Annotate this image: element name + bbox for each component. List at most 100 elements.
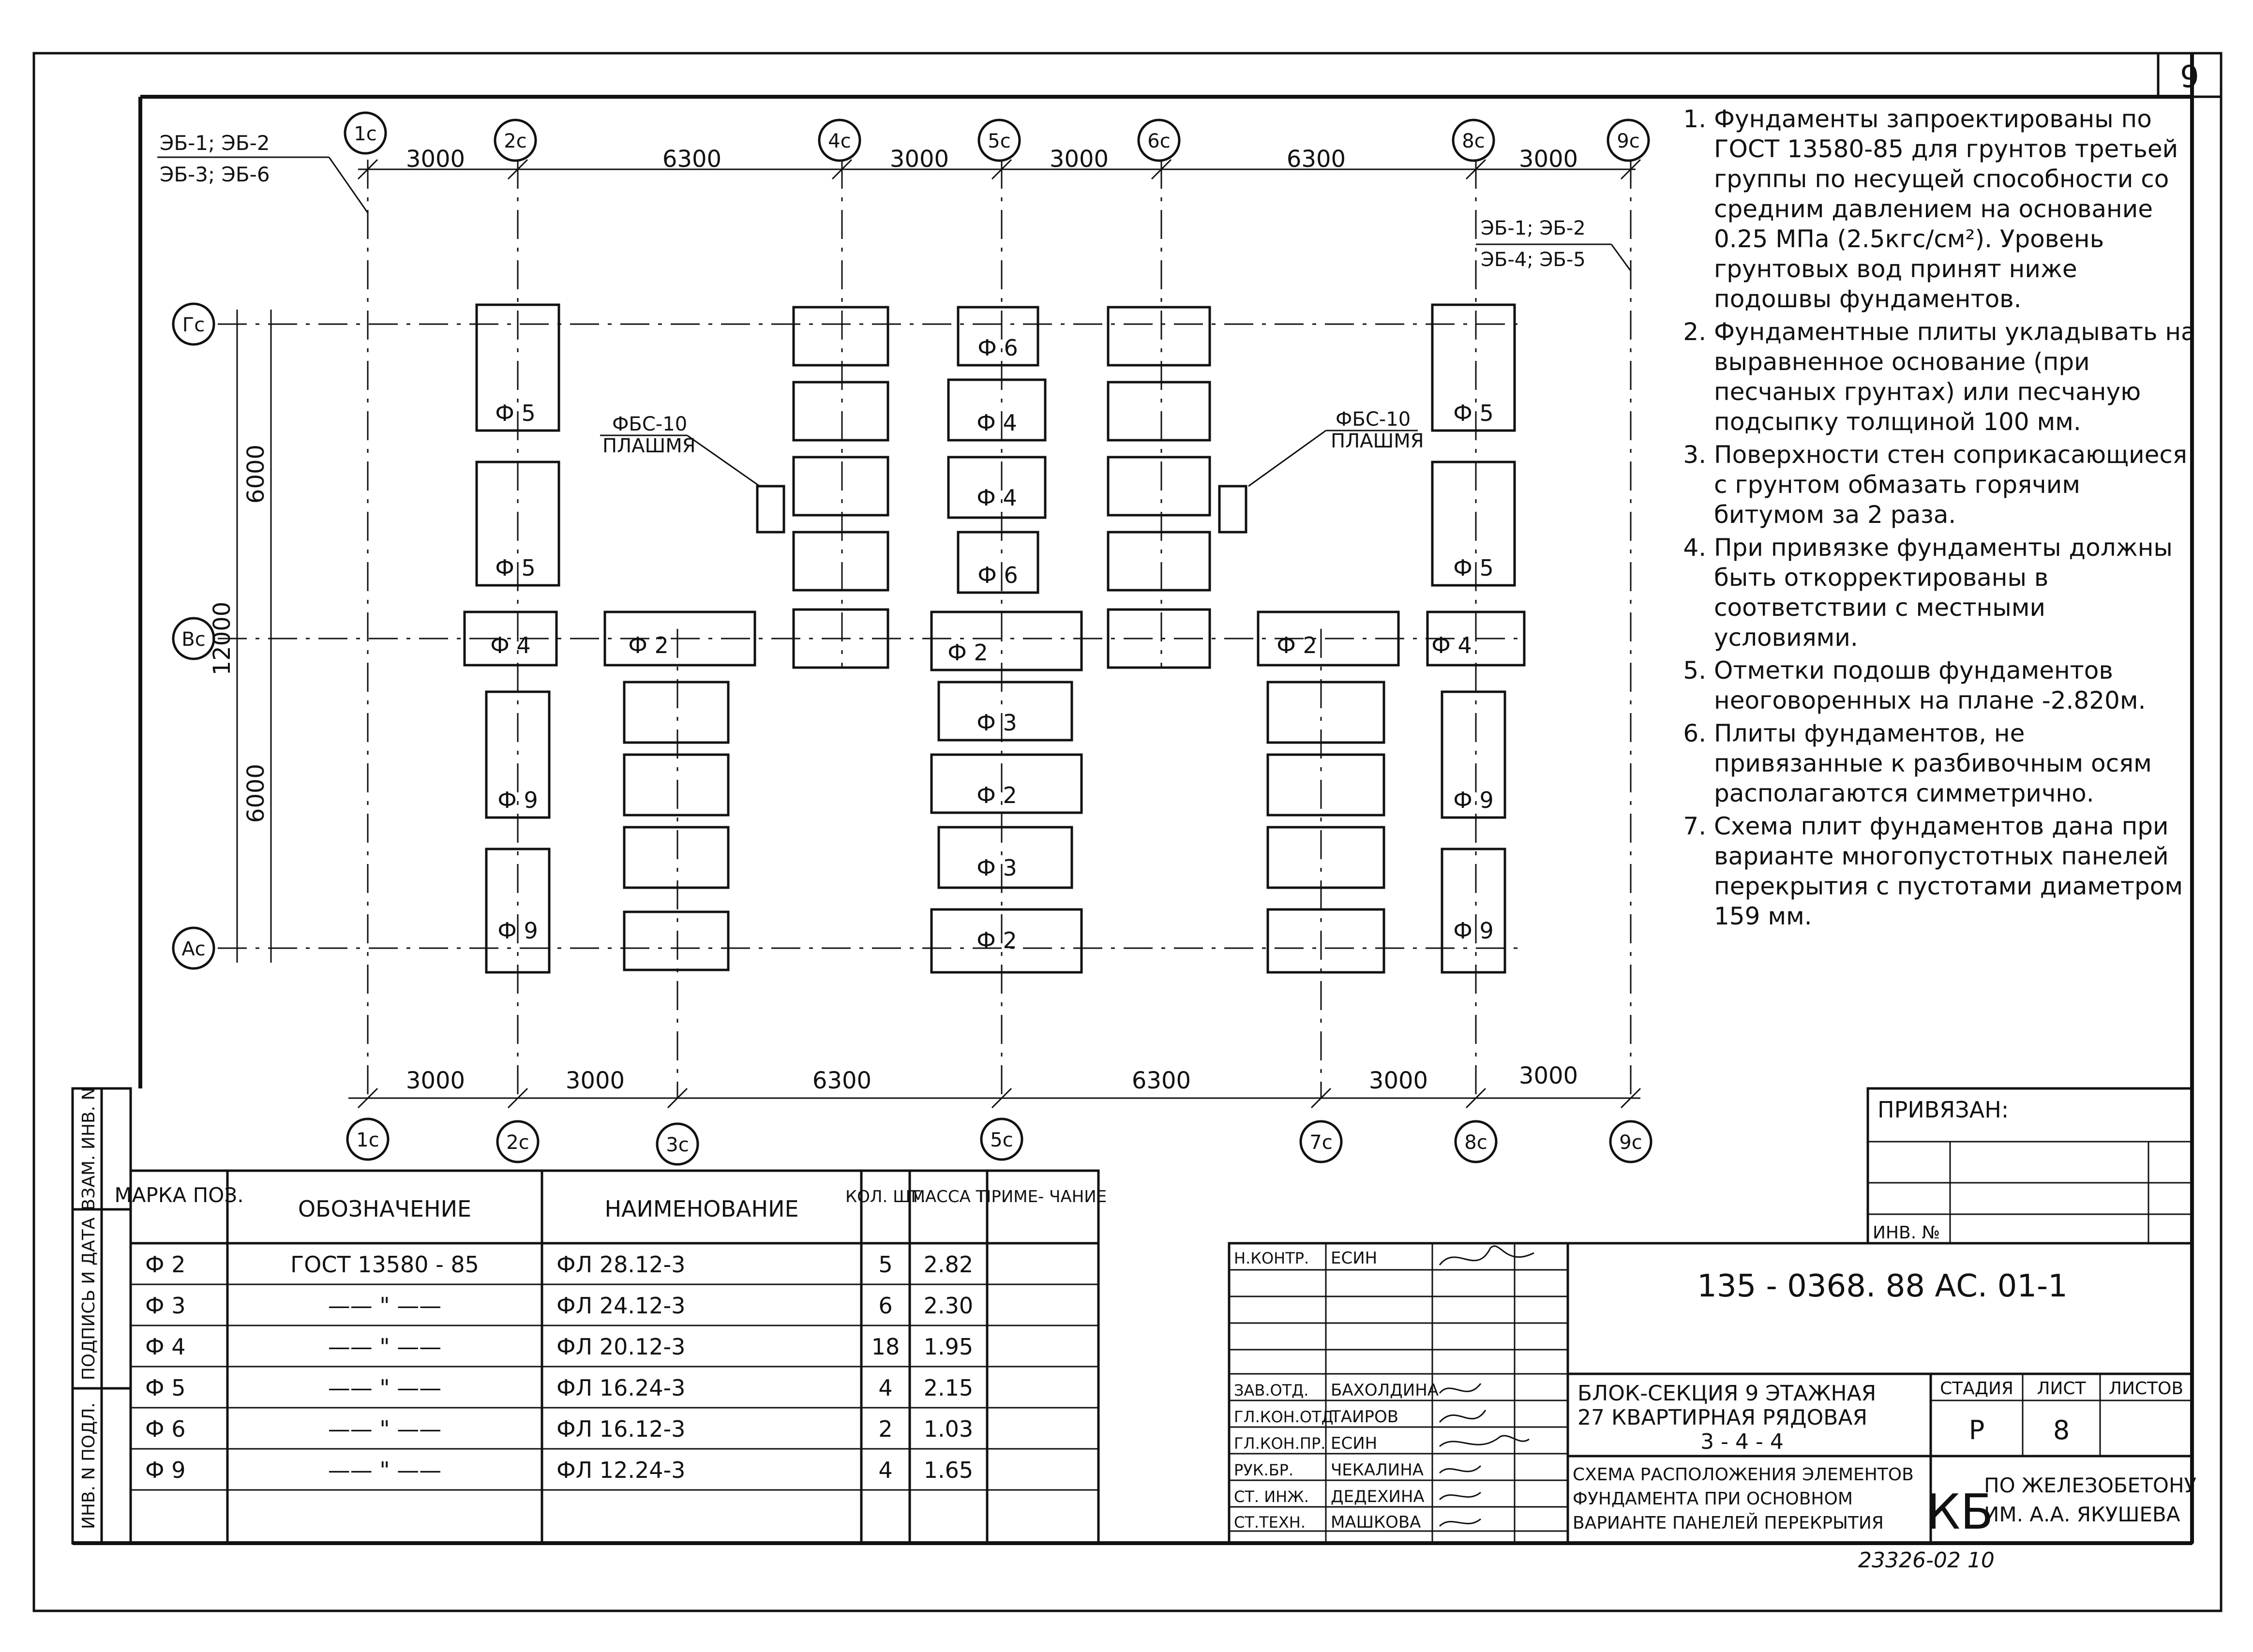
spec-cell-qty: 5 bbox=[878, 1251, 892, 1278]
dim-top-1: 3000 bbox=[406, 146, 465, 173]
spec-cell-mark: Ф 6 bbox=[145, 1416, 186, 1442]
block-label: Ф 5 bbox=[1453, 400, 1494, 426]
dim-left-12000: 12000 bbox=[209, 602, 236, 676]
signer-name: ДЕДЕХИНА bbox=[1331, 1487, 1425, 1506]
spec-cell-name: ФЛ 12.24-3 bbox=[556, 1457, 685, 1483]
signer-name: ЕСИН bbox=[1331, 1434, 1377, 1453]
org-name-2: ИМ. А.А. ЯКУШЕВА bbox=[1984, 1503, 2180, 1526]
spec-cell-mass: 1.03 bbox=[924, 1416, 973, 1442]
drawing-title-1: СХЕМА РАСПОЛОЖЕНИЯ ЭЛЕМЕНТОВ bbox=[1573, 1465, 1914, 1485]
spec-cell-mass: 1.95 bbox=[924, 1334, 973, 1360]
spec-row: Ф 9 —— " —— ФЛ 12.24-3 4 1.65 bbox=[145, 1457, 973, 1483]
spec-header-qty: КОЛ. ШТ. bbox=[845, 1187, 926, 1206]
spec-header-designation: ОБОЗНАЧЕНИЕ bbox=[298, 1196, 471, 1222]
fbs-label-right-1: ФБС-10 bbox=[1336, 408, 1411, 431]
stamp-podpis: ПОДПИСЬ И ДАТА bbox=[79, 1217, 99, 1380]
spec-row: Ф 2 ГОСТ 13580 - 85 ФЛ 28.12-3 5 2.82 bbox=[145, 1251, 973, 1278]
sheets-header: ЛИСТОВ bbox=[2109, 1379, 2183, 1399]
note-item: Поверхности стен соприкасающиеся с грунт… bbox=[1714, 440, 2197, 530]
dim-bottom-3: 6300 bbox=[812, 1067, 871, 1094]
axis-top-4c: 4c bbox=[828, 130, 851, 152]
note-item: Фундаментные плиты укладывать на выравне… bbox=[1714, 317, 2197, 437]
block-label: Ф 2 bbox=[947, 640, 988, 666]
block-label: Ф 2 bbox=[1277, 632, 1317, 658]
spec-row: Ф 5 —— " —— ФЛ 16.24-3 4 2.15 bbox=[145, 1375, 973, 1401]
signer-name: ЧЕКАЛИНА bbox=[1331, 1460, 1424, 1480]
top-dimension-line bbox=[357, 159, 1641, 180]
sheet-value: 8 bbox=[2053, 1415, 2070, 1445]
axis-bottom-5c: 5c bbox=[990, 1129, 1013, 1151]
axis-left-A: Аc bbox=[181, 938, 205, 960]
label-eb-left-2: ЭБ-3; ЭБ-6 bbox=[160, 163, 270, 186]
spec-row: Ф 4 —— " —— ФЛ 20.12-3 18 1.95 bbox=[145, 1334, 973, 1360]
axis-bottom-3c: 3c bbox=[666, 1134, 689, 1156]
block-label: Ф 9 bbox=[1453, 787, 1494, 813]
block-label: Ф 2 bbox=[976, 782, 1017, 808]
bottom-dimension-line bbox=[348, 1087, 1641, 1109]
spec-cell-qty: 4 bbox=[878, 1375, 892, 1401]
axis-top-5c: 5c bbox=[988, 130, 1010, 152]
spec-table bbox=[129, 1169, 1100, 1545]
privyazan-label: ПРИВЯЗАН: bbox=[1878, 1097, 2009, 1123]
spec-cell-designation: —— " —— bbox=[328, 1334, 441, 1360]
spec-header-note: ПРИМЕ- ЧАНИЕ bbox=[979, 1187, 1107, 1206]
axis-bottom-7c: 7c bbox=[1309, 1131, 1332, 1154]
title-block bbox=[1228, 1242, 2193, 1545]
dim-bottom-4: 6300 bbox=[1132, 1067, 1191, 1094]
dim-bottom-1: 3000 bbox=[406, 1067, 465, 1094]
dim-top-6: 3000 bbox=[1519, 146, 1578, 173]
spec-cell-designation: —— " —— bbox=[328, 1375, 441, 1401]
axis-top-9c: 9c bbox=[1617, 130, 1639, 152]
block-label: Ф 9 bbox=[497, 918, 538, 944]
note-item: Фундаменты запроектированы по ГОСТ 13580… bbox=[1714, 104, 2197, 314]
stage-header: СТАДИЯ bbox=[1940, 1379, 2013, 1399]
block-label: Ф 6 bbox=[977, 335, 1018, 361]
block-label: Ф 2 bbox=[976, 927, 1017, 953]
axis-bottom-1c: 1c bbox=[356, 1129, 379, 1151]
axis-top-2c: 2c bbox=[504, 130, 526, 152]
fbs-label-left-2: ПЛАШМЯ bbox=[602, 435, 696, 457]
spec-cell-designation: —— " —— bbox=[328, 1457, 441, 1483]
dim-bottom-2: 3000 bbox=[566, 1067, 625, 1094]
axis-bubble-V bbox=[172, 617, 215, 660]
drawing-title-2: ФУНДАМЕНТА ПРИ ОСНОВНОМ bbox=[1573, 1489, 1853, 1509]
dim-left-6000-b: 6000 bbox=[242, 764, 270, 823]
spec-cell-designation: —— " —— bbox=[328, 1293, 441, 1319]
dim-top-4: 3000 bbox=[1050, 146, 1109, 173]
signer-name: МАШКОВА bbox=[1331, 1513, 1421, 1532]
axis-left-G: Гc bbox=[182, 314, 205, 336]
spec-cell-mark: Ф 5 bbox=[145, 1375, 186, 1401]
block-label: Ф 9 bbox=[1453, 918, 1494, 944]
spec-cell-mass: 1.65 bbox=[924, 1457, 973, 1483]
spec-row: Ф 3 —— " —— ФЛ 24.12-3 6 2.30 bbox=[145, 1293, 973, 1319]
project-title-2: 27 КВАРТИРНАЯ РЯДОВАЯ bbox=[1577, 1405, 1867, 1430]
org-name-1: ПО ЖЕЛЕЗОБЕТОНУ bbox=[1984, 1473, 2196, 1497]
spec-cell-mark: Ф 9 bbox=[145, 1457, 186, 1483]
block-label: Ф 2 bbox=[628, 632, 669, 658]
archive-number: 23326-02 10 bbox=[1858, 1548, 1995, 1573]
note-item: Схема плит фундаментов дана при варианте… bbox=[1714, 811, 2197, 931]
spec-cell-name: ФЛ 16.12-3 bbox=[556, 1416, 685, 1442]
drawing-title-3: ВАРИАНТЕ ПАНЕЛЕЙ ПЕРЕКРЫТИЯ bbox=[1573, 1513, 1884, 1533]
block-label: Ф 6 bbox=[977, 562, 1018, 588]
sheet-frame bbox=[32, 52, 2223, 1612]
signer-role: СТ. ИНЖ. bbox=[1234, 1488, 1309, 1506]
spec-cell-mark: Ф 4 bbox=[145, 1334, 186, 1360]
spec-cell-name: ФЛ 24.12-3 bbox=[556, 1293, 685, 1319]
signature-marks bbox=[1439, 1245, 1534, 1527]
block-label: Ф 9 bbox=[497, 787, 538, 813]
drawing-code: 135 - 0368. 88 АС. 01-1 bbox=[1697, 1268, 2068, 1304]
axis-lines bbox=[218, 160, 1632, 1098]
dim-bottom-6: 3000 bbox=[1519, 1062, 1578, 1089]
dim-top-5: 6300 bbox=[1287, 146, 1346, 173]
axis-bottom-8c: 8c bbox=[1464, 1131, 1487, 1154]
axis-top-6c: 6c bbox=[1147, 130, 1170, 152]
project-title-1: БЛОК-СЕКЦИЯ 9 ЭТАЖНАЯ bbox=[1577, 1381, 1876, 1406]
block-label: Ф 4 bbox=[490, 632, 531, 658]
signer-role: ГЛ.КОН.ПР. bbox=[1234, 1434, 1325, 1453]
fbs-label-left-1: ФБС-10 bbox=[612, 413, 687, 435]
spec-header-mass: МАССА Т bbox=[911, 1187, 986, 1206]
block-label: Ф 5 bbox=[1453, 555, 1494, 581]
spec-row: Ф 6 —— " —— ФЛ 16.12-3 2 1.03 bbox=[145, 1416, 973, 1442]
